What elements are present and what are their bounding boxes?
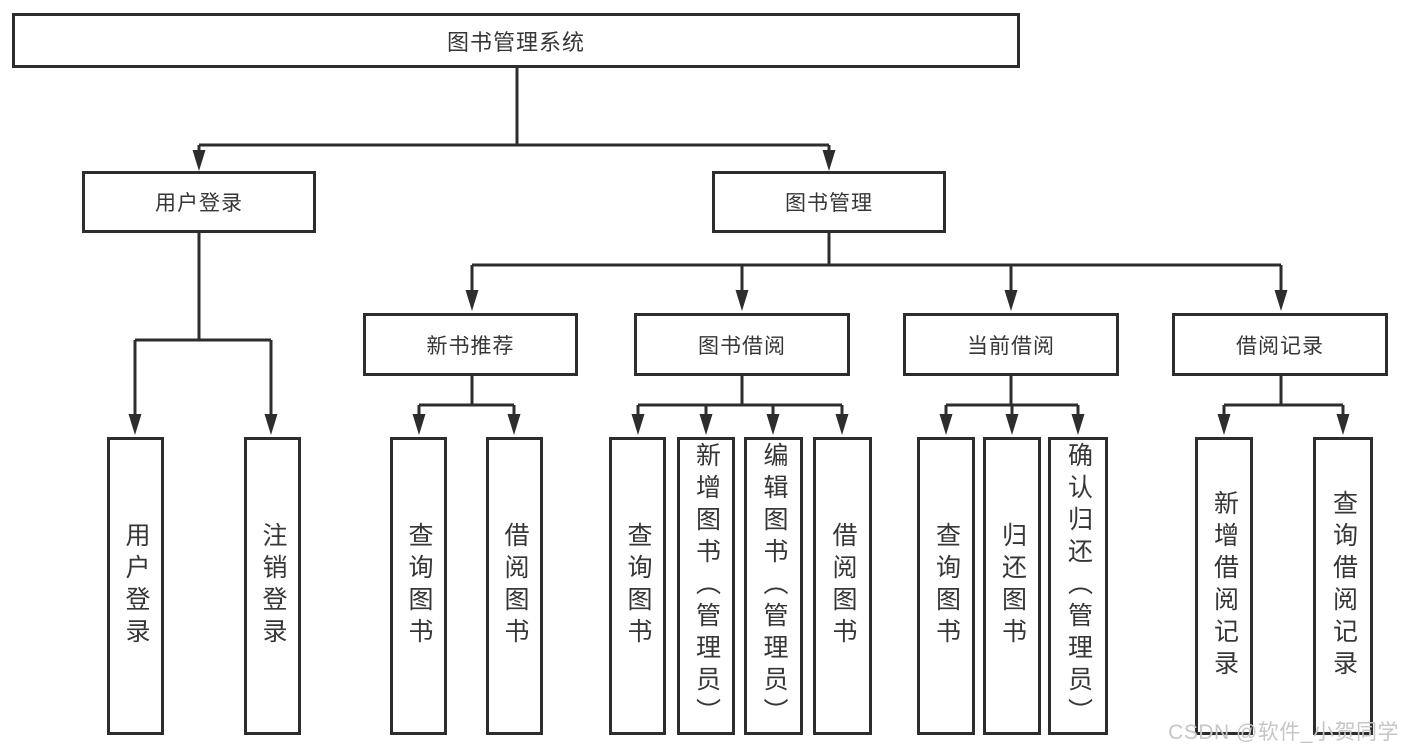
leaf-add-borrow-record: 新增借阅记录 bbox=[1195, 437, 1253, 735]
leaf-label: 新增图书（管理员） bbox=[692, 442, 721, 730]
leaf-user-login: 用户登录 bbox=[107, 437, 164, 735]
node-borrow-record: 借阅记录 bbox=[1172, 313, 1388, 376]
arrow-down-icon bbox=[1004, 290, 1018, 311]
leaf-return-books: 归还图书 bbox=[983, 437, 1041, 735]
leaf-borrow-books: 借阅图书 bbox=[813, 437, 872, 735]
arrow-down-icon bbox=[507, 414, 521, 435]
node-label: 当前借阅 bbox=[967, 334, 1055, 358]
leaf-label: 确认归还（管理员） bbox=[1064, 442, 1093, 730]
node-book-borrow: 图书借阅 bbox=[634, 313, 850, 376]
leaf-query-books: 查询图书 bbox=[609, 437, 666, 735]
leaf-label: 用户登录 bbox=[122, 522, 150, 650]
node-current-borrow: 当前借阅 bbox=[903, 313, 1119, 376]
leaf-label: 归还图书 bbox=[998, 522, 1027, 650]
node-label: 用户登录 bbox=[155, 192, 243, 215]
leaf-label: 查询图书 bbox=[624, 522, 652, 650]
leaf-label: 借阅图书 bbox=[829, 522, 857, 650]
node-new-book-recommend: 新书推荐 bbox=[363, 313, 578, 376]
leaf-query-books: 查询图书 bbox=[390, 437, 447, 735]
arrow-down-icon bbox=[699, 414, 713, 435]
node-label: 图书借阅 bbox=[698, 334, 786, 358]
node-label: 新书推荐 bbox=[426, 334, 515, 358]
leaf-logout: 注销登录 bbox=[244, 437, 301, 735]
arrow-down-icon bbox=[766, 414, 780, 435]
leaf-label: 新增借阅记录 bbox=[1210, 490, 1239, 682]
node-user-login: 用户登录 bbox=[82, 171, 316, 233]
arrow-down-icon bbox=[1071, 414, 1085, 435]
leaf-edit-books-admin: 编辑图书（管理员） bbox=[744, 437, 803, 735]
leaf-confirm-return-admin: 确认归还（管理员） bbox=[1048, 437, 1108, 735]
arrow-down-icon bbox=[1005, 414, 1019, 435]
leaf-borrow-books: 借阅图书 bbox=[486, 437, 543, 735]
node-label: 借阅记录 bbox=[1236, 334, 1324, 358]
arrow-down-icon bbox=[1217, 414, 1231, 435]
arrow-down-icon bbox=[1336, 414, 1350, 435]
leaf-query-books: 查询图书 bbox=[917, 437, 975, 735]
arrow-down-icon bbox=[412, 414, 426, 435]
arrow-down-icon bbox=[465, 290, 479, 311]
leaf-label: 编辑图书（管理员） bbox=[760, 442, 788, 730]
leaf-label: 注销登录 bbox=[259, 522, 287, 650]
leaf-add-books-admin: 新增图书（管理员） bbox=[677, 437, 735, 735]
arrow-down-icon bbox=[735, 290, 749, 311]
arrow-down-icon bbox=[192, 150, 206, 171]
arrow-down-icon bbox=[128, 414, 142, 435]
node-label: 图书管理 bbox=[785, 192, 873, 215]
node-system-root: 图书管理系统 bbox=[12, 13, 1020, 68]
arrow-down-icon bbox=[631, 414, 645, 435]
leaf-label: 借阅图书 bbox=[501, 522, 529, 650]
arrow-down-icon bbox=[835, 414, 849, 435]
leaf-query-borrow-record: 查询借阅记录 bbox=[1313, 437, 1373, 735]
leaf-label: 查询借阅记录 bbox=[1329, 490, 1358, 682]
node-label: 图书管理系统 bbox=[446, 29, 585, 55]
arrow-down-icon bbox=[1274, 290, 1288, 311]
node-book-management: 图书管理 bbox=[712, 171, 946, 233]
arrow-down-icon bbox=[939, 414, 953, 435]
leaf-label: 查询图书 bbox=[932, 522, 961, 650]
arrow-down-icon bbox=[822, 150, 836, 171]
csdn-watermark: CSDN @软件_小贺同学 bbox=[1168, 721, 1399, 744]
leaf-label: 查询图书 bbox=[405, 522, 433, 650]
arrow-down-icon bbox=[264, 414, 278, 435]
